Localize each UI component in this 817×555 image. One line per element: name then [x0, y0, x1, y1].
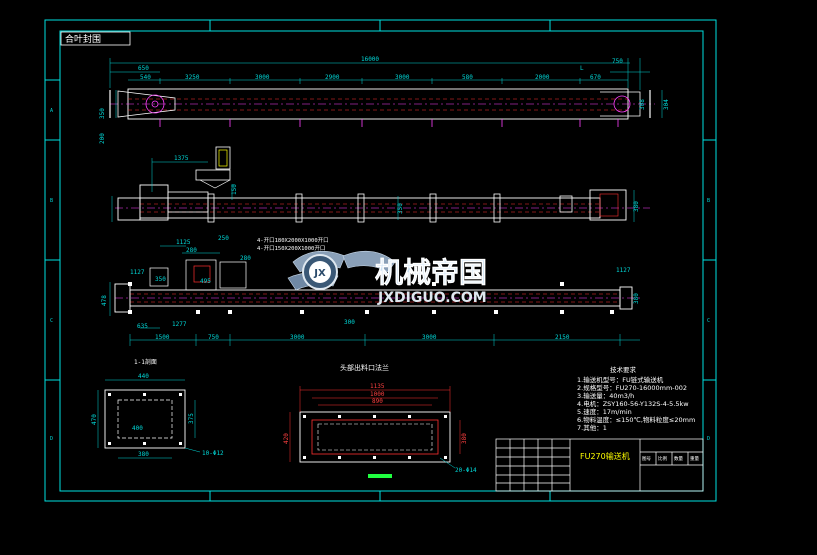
code-cell: 图号 — [642, 456, 651, 462]
dim-right-750: 750 — [612, 58, 623, 65]
tech-req-item: 2.规格型号：FU270-16000mm-002 — [577, 383, 687, 392]
dim-inlet-380: 380 — [138, 451, 149, 458]
drawing-frame — [44, 19, 717, 502]
dim-plan-300: 300 — [344, 319, 355, 326]
inlet-section-title: 1-1剖面 — [134, 358, 157, 366]
outlet-callout: 20-Φ14 — [455, 467, 477, 474]
dim-drive-h: 150 — [231, 184, 238, 195]
inlet-callout: 10-Φ12 — [202, 450, 224, 457]
svg-text:C: C — [50, 318, 53, 324]
dim-outlet-380: 380 — [461, 433, 468, 444]
code-cell: 数量 — [674, 455, 683, 462]
watermark-logo: JX 机械帝国 JXDIGUO.COM — [287, 250, 487, 306]
dim-left-offset: 650 — [138, 65, 149, 72]
dim-height-left2: 200 — [99, 133, 106, 144]
plan-view: 4-开口180X2000X1000开口 4-开口150X200X1000开口 1… — [101, 235, 640, 346]
dim-height-left: 350 — [99, 108, 106, 119]
dim-plan-2150: 2150 — [555, 334, 570, 341]
corner-label: 合叶封围 — [65, 33, 101, 45]
outlet-weld-mark — [368, 474, 392, 478]
inlet-section: 1-1剖面 440 400 380 470 375 10-Φ12 — [91, 358, 224, 459]
dim-plan-height-478: 478 — [101, 295, 108, 306]
dim-overall-length: 16000 — [361, 56, 379, 63]
dim-plan-280: 280 — [186, 247, 197, 254]
inner-border — [59, 30, 704, 492]
watermark-en-text: JXDIGUO.COM — [377, 290, 487, 306]
outlet-section-title: 头部出料口法兰 — [340, 363, 389, 372]
dim-plan-1500: 1500 — [155, 334, 170, 341]
elevation-view: 16000 650 540 3250 3000 2900 3000 580 20… — [99, 56, 670, 144]
svg-text:B: B — [50, 198, 53, 204]
tech-req-title: 技术要求 — [610, 365, 637, 374]
dim-plan-3000b: 3000 — [422, 334, 437, 341]
code-cell: 比例 — [658, 455, 667, 462]
dim-seg-L: L — [580, 65, 584, 72]
dim-seg-2000: 2000 — [535, 74, 550, 81]
dim-drive-1375: 1375 — [174, 155, 189, 162]
dim-plan-750: 750 — [208, 334, 219, 341]
tech-req-item: 5.速度：17m/min — [577, 407, 632, 416]
dim-seg-3000a: 3000 — [255, 74, 270, 81]
dim-plan-495: 495 — [200, 278, 211, 285]
title-block-cells: 图号 比例 数量 重量 — [642, 455, 699, 462]
tech-req-item: 7.其他：1 — [577, 423, 607, 432]
svg-text:C: C — [707, 318, 710, 324]
dim-inlet-400: 400 — [132, 425, 143, 432]
dim-plan-bottom-label: 1277 — [172, 321, 187, 328]
watermark-cn-text: 机械帝国 — [375, 256, 487, 289]
tech-req-item: 6.物料温度：≤150℃,物料粒度≤20mm — [577, 415, 695, 424]
dim-plan-280b: 280 — [240, 255, 251, 262]
svg-text:B: B — [707, 198, 710, 204]
dim-seg-540: 540 — [140, 74, 151, 81]
zone-marks: A B C D B C D — [50, 108, 710, 442]
dim-plan-right-label: 1127 — [616, 267, 631, 274]
dim-outlet-low: 890 — [372, 398, 383, 405]
dim-plan-635: 635 — [137, 323, 148, 330]
dim-plan-left-label: 1127 — [130, 269, 145, 276]
svg-text:D: D — [707, 436, 710, 442]
side-view: 1375 150 350 380 — [111, 146, 650, 223]
right-wing-icon — [342, 250, 396, 273]
dim-outlet-top: 1135 — [370, 383, 385, 390]
dim-height-right2: 308 — [639, 99, 646, 110]
dim-seg-3000b: 3000 — [395, 74, 410, 81]
dim-plan-1125: 1125 — [176, 239, 191, 246]
dim-seg-670: 670 — [590, 74, 601, 81]
dim-plan-small-label: 350 — [155, 276, 166, 283]
dim-outlet-mid: 1000 — [370, 391, 385, 398]
dim-height-right: 304 — [663, 99, 670, 110]
tech-req-item: 4.电机：ZSY160-56-Y132S-4-5.5kw — [577, 399, 689, 408]
watermark-badge-text: JX — [313, 268, 326, 279]
tech-req-item: 3.输送量：40m3/h — [577, 391, 634, 400]
dim-outlet-420: 420 — [283, 433, 290, 444]
outlet-section: 头部出料口法兰 1135 1000 890 420 380 20-Φ — [283, 363, 477, 478]
svg-text:D: D — [50, 436, 53, 442]
code-cell: 重量 — [690, 455, 699, 462]
title-block — [495, 438, 704, 492]
dim-plan-h-380: 380 — [633, 293, 640, 304]
dim-right-h: 380 — [633, 201, 640, 212]
dim-inlet-440: 440 — [138, 373, 149, 380]
dim-inlet-375: 375 — [188, 413, 195, 424]
svg-text:A: A — [50, 108, 53, 114]
dim-seg-3250: 3250 — [185, 74, 200, 81]
dim-plan-250: 250 — [218, 235, 229, 242]
dim-plan-3000a: 3000 — [290, 334, 305, 341]
tech-requirements: 技术要求 1.输送机型号：FU链式输送机 2.规格型号：FU270-16000m… — [577, 365, 695, 432]
plan-note-line2: 4-开口150X200X1000开口 — [257, 245, 325, 252]
corner-label-box: 合叶封围 — [60, 31, 131, 46]
dim-seg-580: 580 — [462, 74, 473, 81]
dim-mid-h: 350 — [397, 203, 404, 214]
dim-seg-2900: 2900 — [325, 74, 340, 81]
drawing-name: FU270输送机 — [580, 451, 630, 461]
plan-note-line1: 4-开口180X2000X1000开口 — [257, 237, 329, 244]
dim-inlet-470: 470 — [91, 414, 98, 425]
tech-req-item: 1.输送机型号：FU链式输送机 — [577, 375, 664, 384]
